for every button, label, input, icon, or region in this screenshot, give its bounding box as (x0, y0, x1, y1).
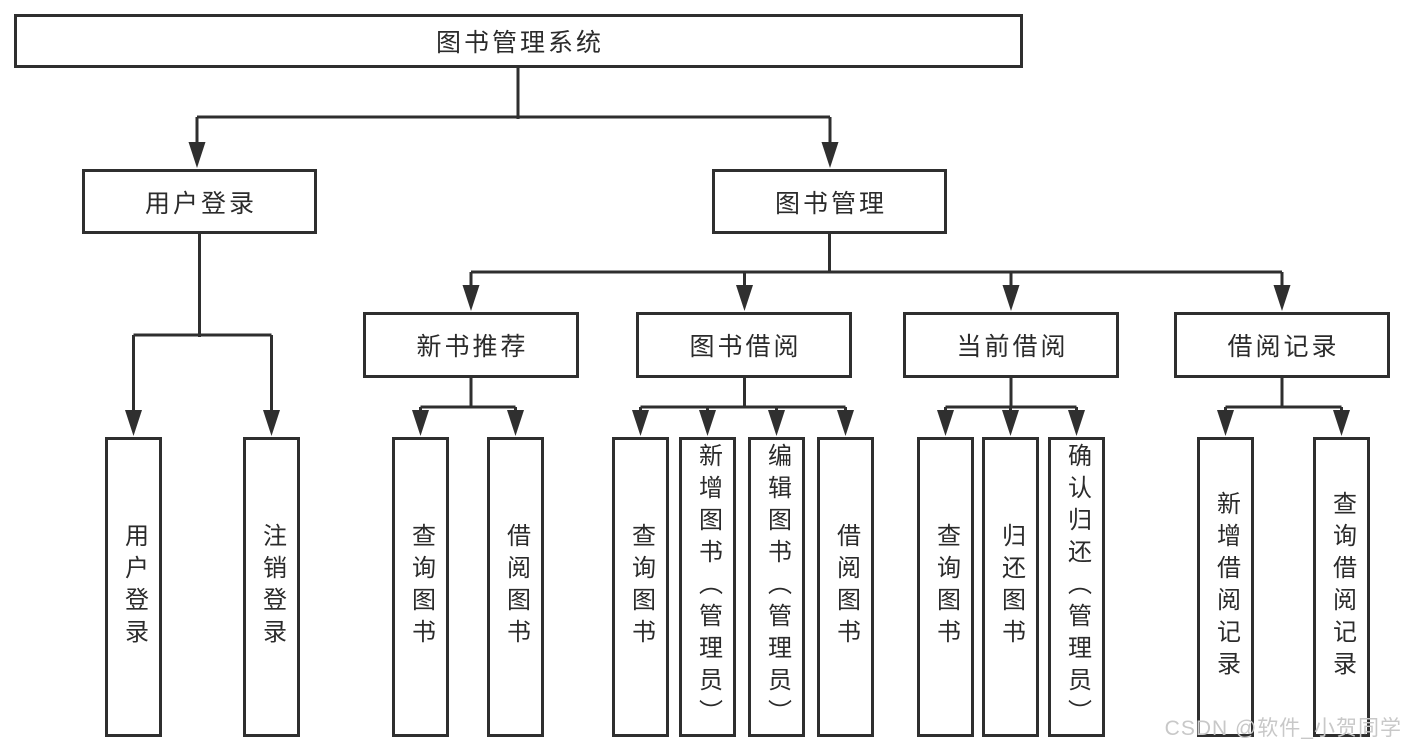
node-new-book-recommend: 新书推荐 (363, 312, 579, 378)
node-new-book-recommend-label: 新书推荐 (416, 333, 529, 361)
leaf-add-books-admin-label: 新增图书（管理员） (694, 443, 722, 731)
leaf-borrow-books-recommend-label: 借阅图书 (502, 523, 530, 651)
watermark: CSDN @软件_小贺同学 (1164, 717, 1402, 740)
leaf-edit-books-admin: 编辑图书（管理员） (748, 437, 805, 737)
leaf-confirm-return-admin: 确认归还（管理员） (1048, 437, 1105, 737)
leaf-add-books-admin: 新增图书（管理员） (679, 437, 736, 737)
leaf-add-borrow-record-label: 新增借阅记录 (1212, 491, 1240, 683)
node-user-login-label: 用户登录 (144, 189, 257, 218)
leaf-borrow-books-label: 借阅图书 (832, 523, 860, 651)
node-book-management-label: 图书管理 (774, 189, 887, 218)
node-root-label: 图书管理系统 (435, 29, 604, 57)
leaf-query-books-recommend-label: 查询图书 (407, 523, 435, 651)
node-user-login: 用户登录 (82, 169, 317, 234)
node-current-borrow-label: 当前借阅 (956, 333, 1069, 361)
leaf-logout: 注销登录 (243, 437, 300, 737)
leaf-user-login: 用户登录 (105, 437, 162, 737)
leaf-confirm-return-admin-label: 确认归还（管理员） (1063, 443, 1091, 731)
leaf-user-login-label: 用户登录 (120, 523, 148, 651)
leaf-query-books-current-label: 查询图书 (932, 523, 960, 651)
node-book-borrow-label: 图书借阅 (689, 333, 802, 361)
leaf-edit-books-admin-label: 编辑图书（管理员） (763, 443, 791, 731)
node-book-management: 图书管理 (712, 169, 947, 234)
node-current-borrow: 当前借阅 (903, 312, 1119, 378)
node-book-borrow: 图书借阅 (636, 312, 852, 378)
node-borrow-records: 借阅记录 (1174, 312, 1390, 378)
leaf-return-books: 归还图书 (982, 437, 1039, 737)
leaf-query-books-recommend: 查询图书 (392, 437, 449, 737)
leaf-borrow-books-recommend: 借阅图书 (487, 437, 544, 737)
leaf-query-books-borrow: 查询图书 (612, 437, 669, 737)
leaf-return-books-label: 归还图书 (997, 523, 1025, 651)
node-borrow-records-label: 借阅记录 (1227, 333, 1340, 361)
leaf-query-borrow-record-label: 查询借阅记录 (1328, 491, 1356, 683)
leaf-borrow-books: 借阅图书 (817, 437, 874, 737)
leaf-query-books-current: 查询图书 (917, 437, 974, 737)
node-root: 图书管理系统 (14, 14, 1023, 68)
leaf-logout-label: 注销登录 (258, 523, 286, 651)
leaf-add-borrow-record: 新增借阅记录 (1197, 437, 1254, 737)
leaf-query-borrow-record: 查询借阅记录 (1313, 437, 1370, 737)
leaf-query-books-borrow-label: 查询图书 (627, 523, 655, 651)
